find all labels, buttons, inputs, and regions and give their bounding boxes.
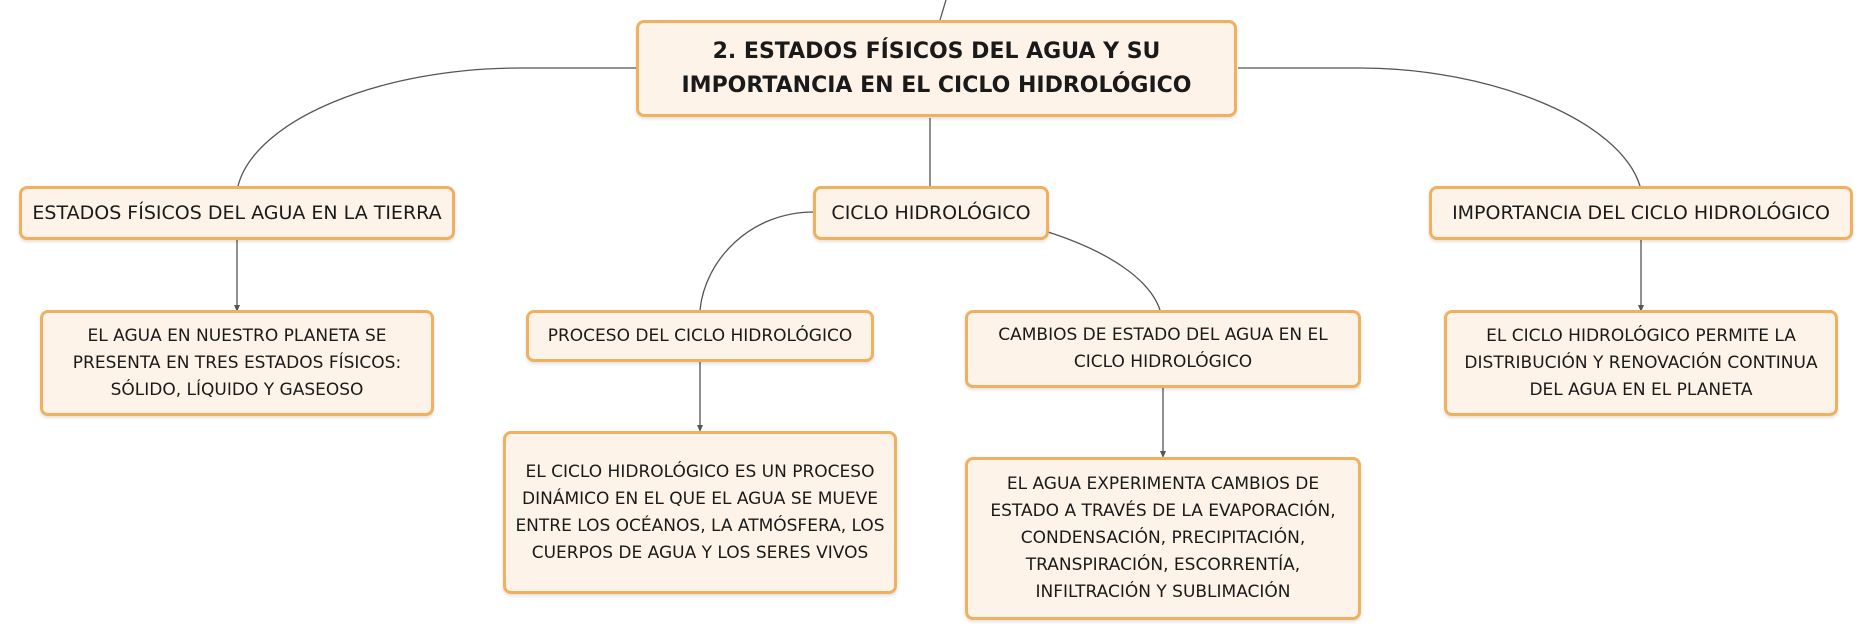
subtopic-cambios-title: CAMBIOS DE ESTADO DEL AGUA EN EL CICLO H… — [998, 325, 1328, 372]
detail-importancia-text: EL CICLO HIDROLÓGICO PERMITE LA DISTRIBU… — [1464, 325, 1818, 400]
connector-root-estados — [237, 67, 638, 187]
arrowhead-estados-detail — [234, 305, 240, 312]
root-topic-title: 2. ESTADOS FÍSICOS DEL AGUA Y SU IMPORTA… — [681, 38, 1192, 98]
subtopic-cambios[interactable]: CAMBIOS DE ESTADO DEL AGUA EN EL CICLO H… — [965, 310, 1361, 388]
connector-ciclo-cambios — [1047, 231, 1161, 311]
topic-ciclo-hidrologico[interactable]: CICLO HIDROLÓGICO — [813, 186, 1049, 240]
root-topic-node[interactable]: 2. ESTADOS FÍSICOS DEL AGUA Y SU IMPORTA… — [636, 20, 1237, 117]
detail-estados-fisicos-text: EL AGUA EN NUESTRO PLANETA SE PRESENTA E… — [72, 325, 402, 400]
detail-cambios-text: EL AGUA EXPERIMENTA CAMBIOS DE ESTADO A … — [990, 474, 1336, 602]
topic-ciclo-hidrologico-title: CICLO HIDROLÓGICO — [831, 202, 1031, 224]
arrowhead-cambios-detail — [1160, 451, 1166, 458]
arrowhead-importancia-detail — [1638, 305, 1644, 312]
topic-importancia-title: IMPORTANCIA DEL CICLO HIDROLÓGICO — [1452, 202, 1830, 224]
topic-importancia[interactable]: IMPORTANCIA DEL CICLO HIDROLÓGICO — [1429, 186, 1853, 240]
detail-proceso[interactable]: EL CICLO HIDROLÓGICO ES UN PROCESO DINÁM… — [503, 431, 897, 594]
subtopic-proceso-title: PROCESO DEL CICLO HIDROLÓGICO — [547, 325, 853, 346]
arrowhead-proceso-detail — [697, 425, 703, 432]
subtopic-proceso[interactable]: PROCESO DEL CICLO HIDROLÓGICO — [526, 310, 874, 362]
topic-estados-fisicos-title: ESTADOS FÍSICOS DEL AGUA EN LA TIERRA — [32, 202, 442, 224]
connector-root-importancia — [1238, 67, 1641, 187]
detail-estados-fisicos[interactable]: EL AGUA EN NUESTRO PLANETA SE PRESENTA E… — [40, 310, 434, 416]
connector-ciclo-proceso — [699, 211, 815, 311]
detail-importancia[interactable]: EL CICLO HIDROLÓGICO PERMITE LA DISTRIBU… — [1444, 310, 1838, 416]
topic-estados-fisicos[interactable]: ESTADOS FÍSICOS DEL AGUA EN LA TIERRA — [19, 186, 455, 240]
detail-proceso-text: EL CICLO HIDROLÓGICO ES UN PROCESO DINÁM… — [515, 461, 885, 563]
detail-cambios[interactable]: EL AGUA EXPERIMENTA CAMBIOS DE ESTADO A … — [965, 457, 1361, 620]
connector-to-root — [939, 0, 947, 21]
